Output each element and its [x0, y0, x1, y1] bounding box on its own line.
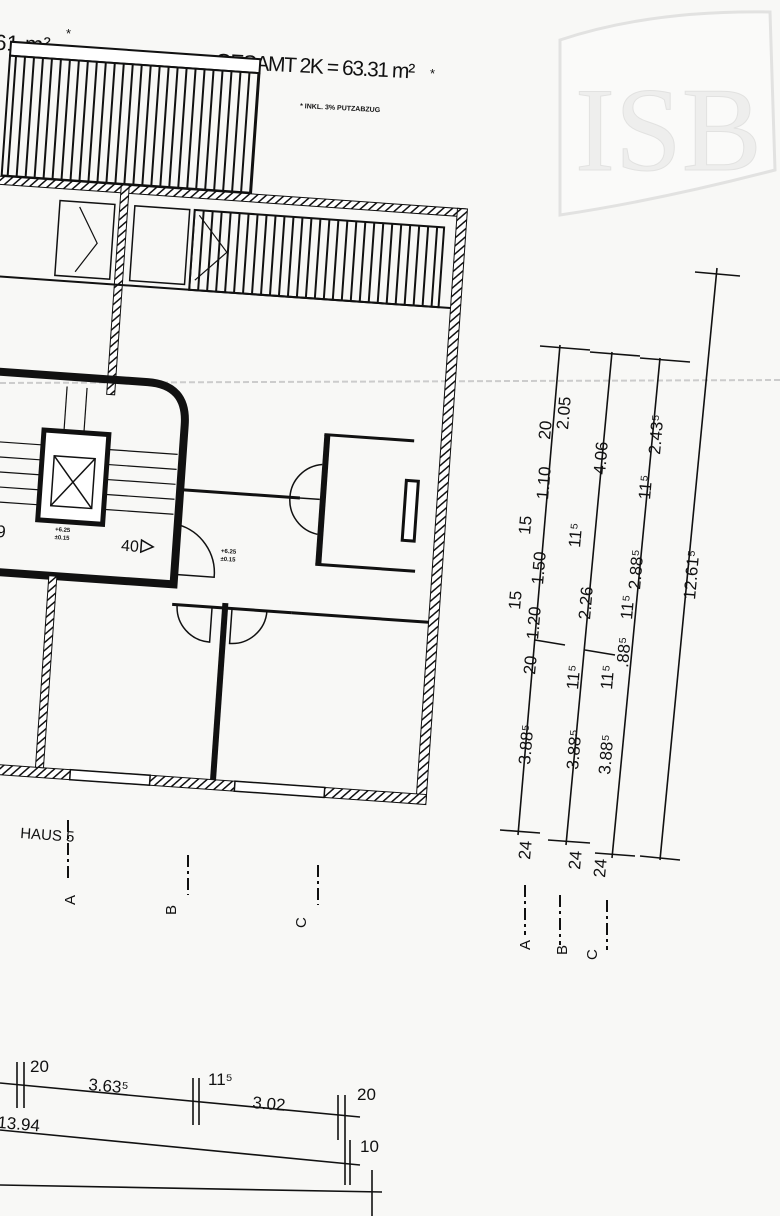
dimension-label: 24	[565, 850, 586, 871]
stair-core-wall	[0, 366, 189, 589]
dimension-label: 4.06	[590, 441, 612, 476]
overall-dimension: 12.61⁵	[680, 549, 703, 600]
dimension-label: 1.20	[523, 606, 545, 641]
section-mark-c: C	[293, 917, 310, 928]
dimension-label: 11⁵	[597, 664, 618, 690]
dimension-label: 2.43⁵	[645, 414, 667, 456]
door-swing	[289, 463, 323, 501]
dimension-label: 1.50	[528, 551, 550, 586]
section-mark-b: B	[163, 905, 180, 915]
dimension-label: 2.05	[553, 396, 575, 431]
dimension-label: 3.88⁵	[563, 729, 585, 771]
vertical-dim-line3: 24 3.88⁵ 11⁵ .88⁵ 11⁵ 2.88⁵ 11⁵ 2.43⁵	[590, 414, 667, 879]
section-mark-a: A	[62, 895, 79, 905]
dimension-label: 11⁵	[617, 594, 638, 620]
area-footnote: * INKL. 3% PUTZABZUG	[300, 103, 381, 114]
dimension-label: .88⁵	[613, 636, 635, 668]
horizontal-dimension-lines	[0, 1062, 383, 1216]
vertical-dimension-lines	[499, 267, 741, 861]
section-mark-b: B	[554, 945, 571, 955]
level-mark: +6.25	[221, 549, 237, 556]
partial-area-marker: *	[66, 26, 71, 41]
window-door	[54, 199, 116, 281]
dimension-label: 20	[520, 655, 541, 676]
dimension-label: ±0.15	[54, 535, 70, 542]
dimension-label: 20	[535, 420, 556, 441]
dim-total-1394: 13.94	[0, 1113, 41, 1136]
dim-363: 3.63⁵	[88, 1075, 130, 1097]
dim-302: 3.02	[252, 1093, 287, 1115]
door-swing	[174, 523, 216, 579]
entrance-arrow-icon	[139, 538, 155, 554]
dim-10: 10	[360, 1137, 379, 1156]
dimension-label: ISB	[575, 63, 762, 196]
dim-20-right: 20	[357, 1085, 376, 1104]
building-plan: 39 +6.25 ±0.15 40 +6.25 ±0.15	[0, 40, 468, 806]
dim-20: 20	[30, 1057, 49, 1076]
dimension-label: 11⁵	[563, 664, 584, 690]
total-area-marker: *	[430, 66, 435, 81]
isb-watermark-logo: ISB	[558, 10, 777, 217]
dimension-label: ±0.15	[220, 557, 236, 564]
section-mark-a: A	[517, 940, 534, 950]
balcony-upper	[0, 54, 261, 194]
dimension-label: 2.88⁵	[625, 549, 647, 591]
vertical-dim-line2: 24 3.88⁵ 11⁵ 2.26 11⁵ 4.06	[563, 441, 612, 871]
elevator-shaft	[35, 427, 112, 527]
room-number-39: 39	[0, 521, 6, 541]
section-mark-c: C	[584, 949, 601, 960]
elevator-car-icon	[49, 454, 96, 510]
dimension-label: 15	[515, 515, 536, 536]
door-swing	[176, 604, 213, 643]
room-number-40: 40	[121, 538, 140, 556]
section-marks	[67, 820, 608, 950]
dimension-label: 11⁵	[565, 522, 586, 548]
door-swing	[228, 608, 268, 645]
dimension-label: 24	[590, 858, 611, 879]
dimension-label: 1.10	[533, 466, 555, 501]
dimension-label: 3.88⁵	[595, 734, 617, 776]
dim-115: 11⁵	[208, 1070, 233, 1089]
dimension-label: 3.88⁵	[515, 724, 537, 766]
window-door	[128, 204, 191, 286]
dimension-label: 11⁵	[635, 474, 656, 500]
house-label: HAUS 5	[20, 825, 75, 846]
level-mark: +6.25	[55, 527, 71, 534]
wall-interior	[106, 184, 130, 396]
dimension-label: 15	[505, 590, 526, 611]
dimension-label: 24	[515, 840, 536, 861]
vertical-dim-line1: 24 3.88⁵ 20 1.20 15 1.50 15 1.10 20 2.05	[505, 396, 575, 861]
dimension-label: 2.26	[575, 586, 597, 621]
